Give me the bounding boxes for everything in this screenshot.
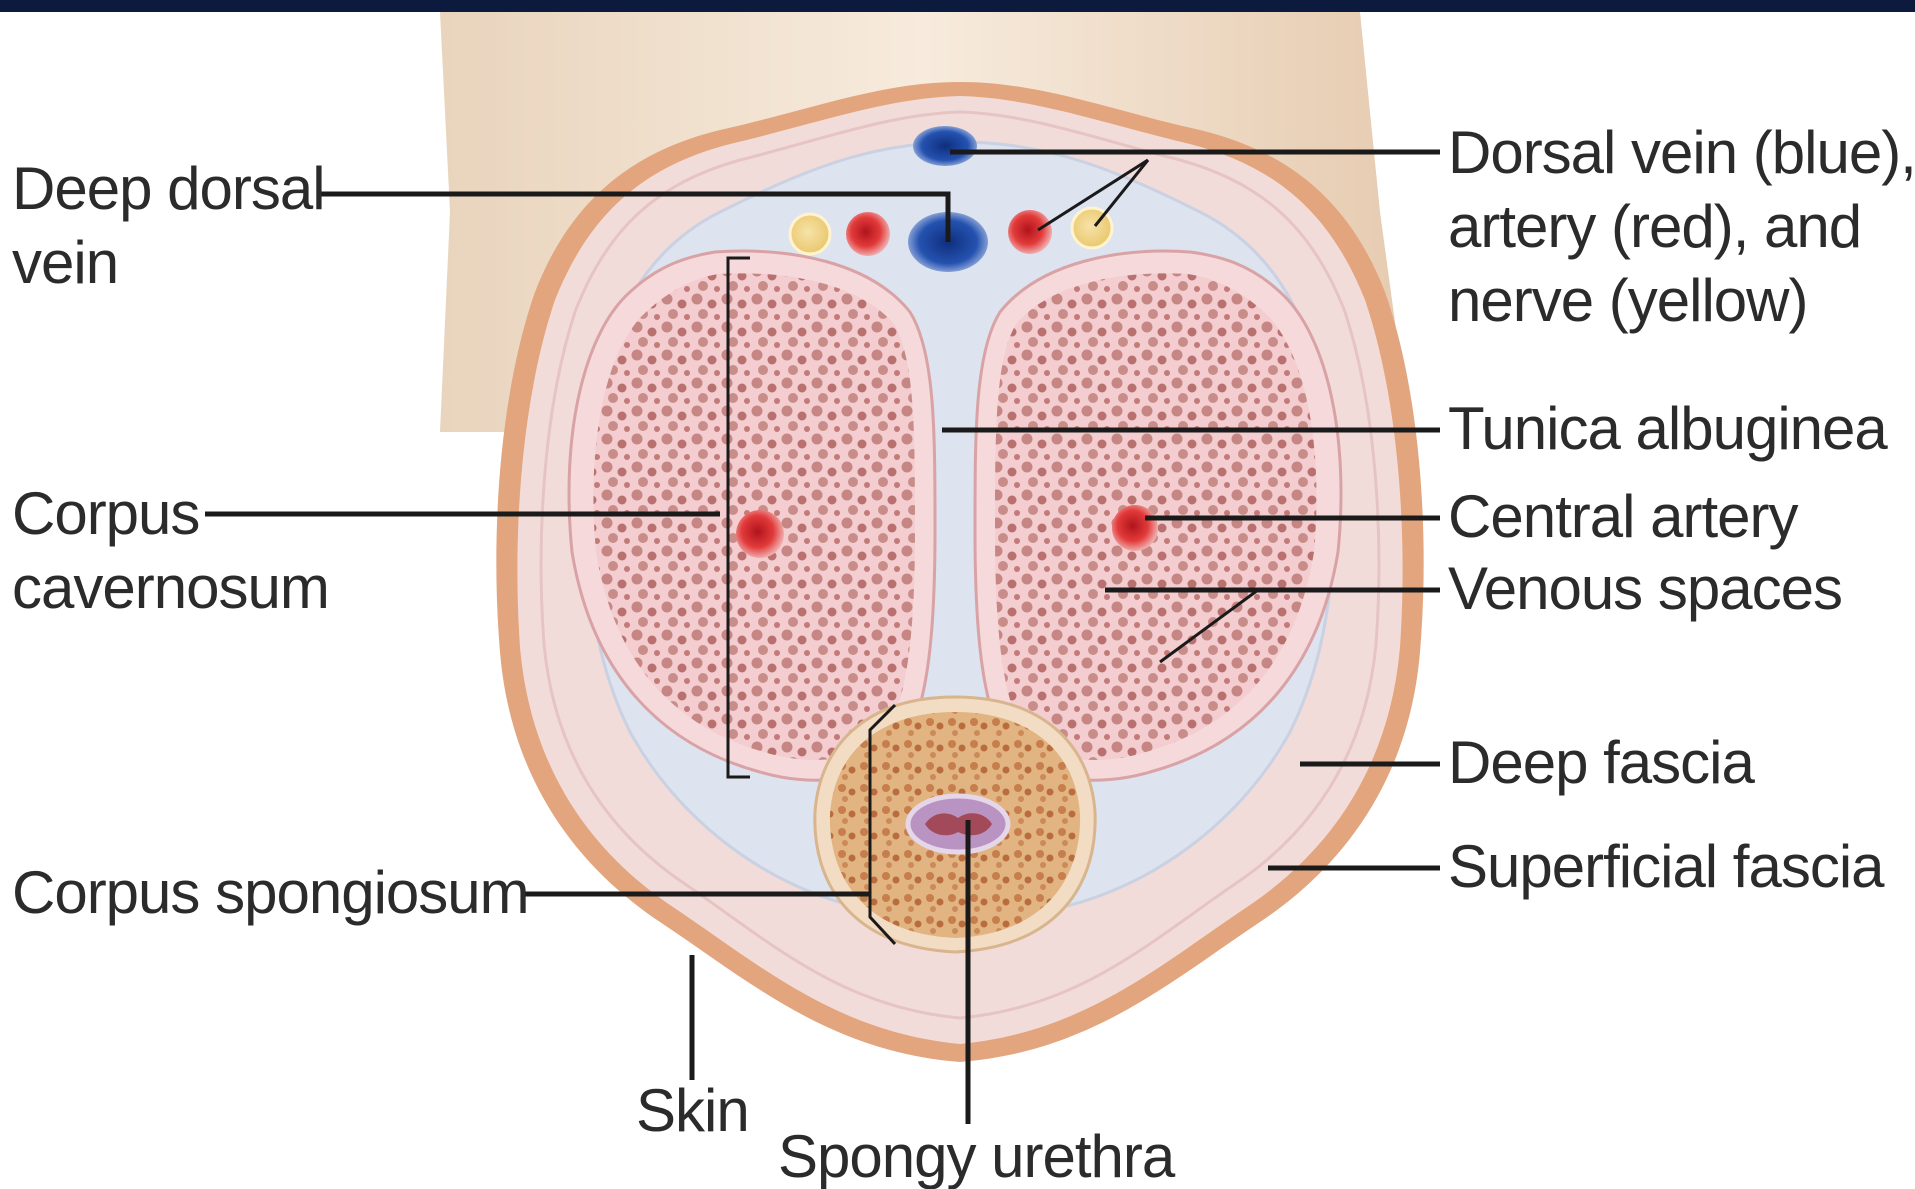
label-superficial-fascia: Superficial fascia xyxy=(1448,830,1884,904)
central-artery-right xyxy=(1112,505,1158,551)
superficial-dorsal-vein xyxy=(913,126,977,166)
dorsal-artery-right xyxy=(1008,210,1052,254)
label-deep-fascia: Deep fascia xyxy=(1448,726,1754,800)
label-tunica-albuginea: Tunica albuginea xyxy=(1448,392,1887,466)
label-line: vein xyxy=(12,226,325,300)
label-deep-dorsal-vein: Deep dorsal vein xyxy=(12,152,325,300)
label-line: nerve (yellow) xyxy=(1448,264,1915,338)
label-line: cavernosum xyxy=(12,551,329,625)
label-corpus-cavernosum: Corpus cavernosum xyxy=(12,477,329,625)
label-line: Deep dorsal xyxy=(12,152,325,226)
label-line: artery (red), and xyxy=(1448,190,1915,264)
dorsal-nerve-left xyxy=(790,214,830,254)
diagram-frame: Deep dorsal vein Dorsal vein (blue), art… xyxy=(0,12,1915,1189)
central-artery-left xyxy=(736,510,784,558)
label-spongy-urethra: Spongy urethra xyxy=(778,1120,1174,1189)
dorsal-artery-left xyxy=(846,212,890,256)
label-line: Dorsal vein (blue), xyxy=(1448,116,1915,190)
label-central-artery: Central artery xyxy=(1448,480,1797,554)
label-dorsal-vein-artery-nerve: Dorsal vein (blue), artery (red), and ne… xyxy=(1448,116,1915,338)
label-line: Corpus xyxy=(12,477,329,551)
label-venous-spaces: Venous spaces xyxy=(1448,552,1842,626)
corpus-spongiosum xyxy=(815,697,1095,952)
label-skin: Skin xyxy=(636,1074,749,1148)
label-corpus-spongiosum: Corpus spongiosum xyxy=(12,856,529,930)
